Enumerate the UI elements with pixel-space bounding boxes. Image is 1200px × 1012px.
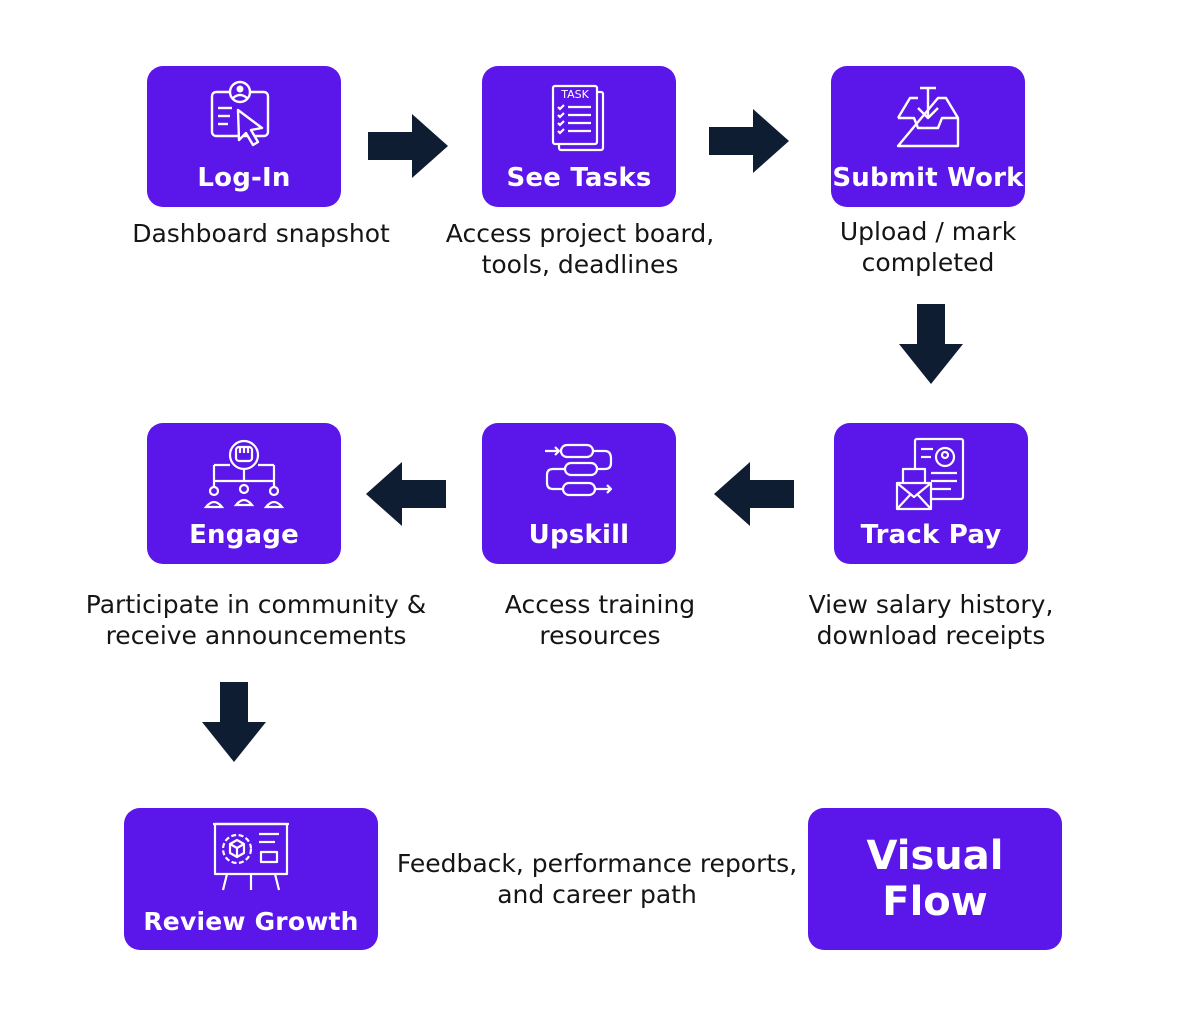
step-login-label: Log-In xyxy=(197,163,291,193)
payslip-envelope-icon xyxy=(895,437,965,511)
visual-flow-badge: Visual Flow xyxy=(808,808,1062,950)
step-login-box: Log-In xyxy=(147,66,341,207)
task-list-icon: TASK xyxy=(551,84,605,152)
arrow-left-2 xyxy=(366,462,446,526)
step-engage-box: Engage xyxy=(147,423,341,564)
step-engage-caption: Participate in community & receive annou… xyxy=(85,590,427,650)
step-upskill-caption: Access training resources xyxy=(504,590,696,650)
step-tasks-box: TASK See Tasks xyxy=(482,66,676,207)
arrow-right-1 xyxy=(368,114,448,178)
step-growth-caption: Feedback, performance reports, and caree… xyxy=(396,849,798,909)
presentation-board-icon xyxy=(213,822,289,891)
step-tasks-caption: Access project board, tools, deadlines xyxy=(445,219,715,279)
arrow-left-1 xyxy=(714,462,794,526)
step-engage-label: Engage xyxy=(189,520,299,550)
arrow-down-2 xyxy=(202,682,266,762)
step-upskill-label: Upskill xyxy=(528,520,630,550)
step-upskill-box: Upskill xyxy=(482,423,676,564)
community-fist-icon xyxy=(203,439,285,509)
step-pay-box: Track Pay xyxy=(834,423,1028,564)
arrow-down-1 xyxy=(899,304,963,384)
step-pay-caption: View salary history, download receipts xyxy=(808,590,1054,650)
step-login-caption: Dashboard snapshot xyxy=(132,219,390,248)
arrow-right-2 xyxy=(709,109,789,173)
visual-flow-label: Visual Flow xyxy=(866,833,1004,925)
step-submit-caption: Upload / mark completed xyxy=(839,217,1017,277)
task-icon-text: TASK xyxy=(560,88,589,101)
step-growth-box: Review Growth xyxy=(124,808,378,950)
step-growth-label: Review Growth xyxy=(143,907,359,936)
step-submit-label: Submit Work xyxy=(832,163,1024,193)
user-card-cursor-icon xyxy=(210,80,270,147)
workflow-icon xyxy=(545,443,613,497)
step-pay-label: Track Pay xyxy=(860,520,1002,550)
step-tasks-label: See Tasks xyxy=(506,163,652,193)
step-submit-box: Submit Work xyxy=(831,66,1025,207)
inbox-download-icon xyxy=(896,86,960,148)
